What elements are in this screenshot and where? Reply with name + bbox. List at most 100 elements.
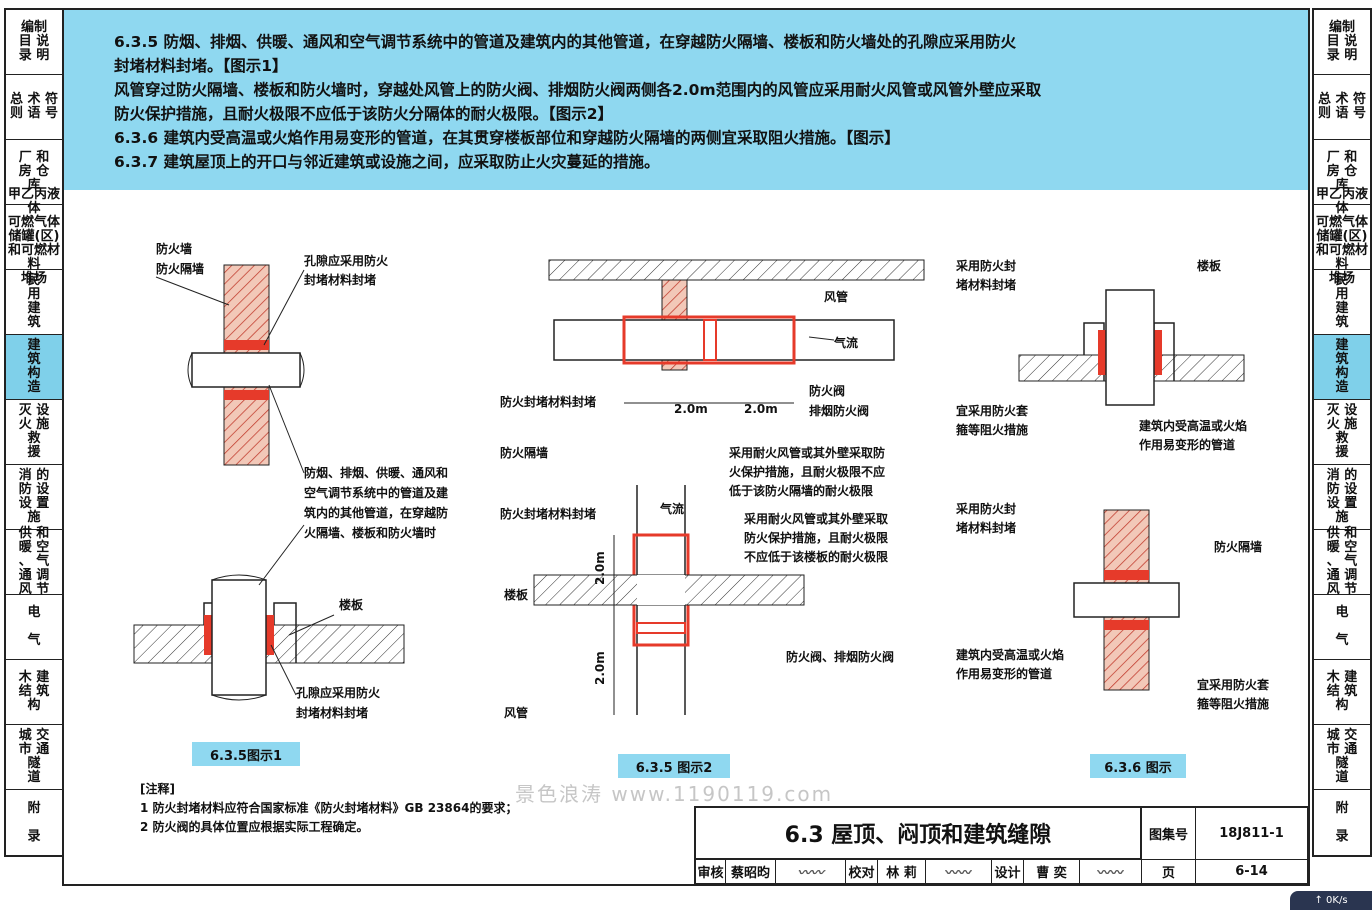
atlas-number: 18J811-1 — [1196, 808, 1308, 860]
speed-text: 0K/s — [1326, 895, 1348, 906]
right-tab-8[interactable]: 供 和 暖 空 、 气 通 调 风 节 — [1314, 527, 1370, 597]
diagram-label: 空气调节系统中的管道及建 — [304, 485, 449, 500]
figure-2-caption: 6.3.5 图示2 — [618, 754, 730, 778]
diagram-label: 2.0m — [744, 402, 778, 416]
review-label: 审核 — [696, 860, 726, 884]
diagram-label: 楼板 — [504, 587, 529, 602]
right-tab-3[interactable]: 甲乙丙液体 可燃气体 储罐(区) 和可燃材料 堆场 — [1314, 187, 1370, 286]
pipe-horizontal — [191, 352, 301, 388]
left-tab-8[interactable]: 供 和 暖 空 、 气 通 调 风 节 — [6, 527, 62, 597]
right-tab-6[interactable]: 灭 设 火 施 救 援 — [1314, 400, 1370, 465]
checker-signature: 〰〰 — [926, 860, 992, 884]
seal-fill — [224, 390, 269, 400]
right-tab-2[interactable]: 厂 和 房 仓 库 — [1314, 140, 1370, 205]
figure-3-caption: 6.3.6 图示 — [1090, 754, 1186, 778]
diagram-label: 建筑内受高温或火焰 — [955, 647, 1064, 662]
diagram-label: 宜采用防火套 — [1197, 677, 1270, 692]
diagram-label: 火隔墙、楼板和防火墙时 — [304, 525, 436, 540]
diagram-label: 防火墙 — [156, 241, 192, 256]
checker-name: 林 莉 — [878, 860, 926, 884]
right-chapter-nav: 编制 目 说 录 明总 术 符 则 语 号厂 和 房 仓 库甲乙丙液体 可燃气体… — [1312, 8, 1372, 857]
left-tab-10[interactable]: 木 建 结 筑 构 — [6, 660, 62, 725]
left-tab-12[interactable]: 附 录 — [27, 800, 41, 844]
right-tab-1[interactable]: 总 术 符 则 语 号 — [1314, 75, 1370, 140]
left-tab-7[interactable]: 消 的 防 设 设 置 施 — [6, 465, 62, 530]
diagram-label: 箍等阻火措施 — [1196, 696, 1269, 711]
diagram-label: 楼板 — [339, 597, 364, 612]
right-tab-0[interactable]: 编制 目 说 录 明 — [1314, 10, 1370, 75]
figure-1: 防火墙 防火隔墙 孔隙应采用防火 封堵材料封堵 防烟、排烟、供暖、通风和 空气调… — [133, 241, 449, 720]
diagram-label: 筑内的其他管道，在穿越防 — [304, 505, 448, 520]
left-tab-5[interactable]: 建 筑 构 造 — [6, 335, 62, 400]
left-tab-1[interactable]: 总 术 符 则 语 号 — [6, 75, 62, 140]
page-number: 6-14 — [1196, 860, 1308, 884]
diagram-label: 防火隔墙 — [500, 445, 548, 460]
right-tab-9[interactable]: 电 气 — [1314, 595, 1370, 660]
diagram-label: 气流 — [659, 501, 684, 516]
page-label: 页 — [1142, 860, 1196, 884]
diagram-label: 封堵材料封堵 — [304, 272, 376, 287]
right-tab-7[interactable]: 消 的 防 设 设 置 施 — [1314, 465, 1370, 530]
design-label: 设计 — [992, 860, 1024, 884]
diagram-label: 风管 — [824, 289, 848, 304]
left-tab-11[interactable]: 城 交 市 通 隧 道 — [6, 725, 62, 790]
right-tab-10[interactable]: 木 建 结 筑 构 — [1314, 660, 1370, 725]
clause-line-6: 6.3.7 建筑屋顶上的开口与邻近建筑或设施之间，应采取防止火灾蔓延的措施。 — [114, 153, 660, 171]
left-tab-3[interactable]: 甲乙丙液体 可燃气体 储罐(区) 和可燃材料 堆场 — [6, 187, 62, 286]
diagram-label: 2.0m — [593, 651, 607, 685]
diagram-label: 气流 — [833, 335, 858, 350]
clause-line-5: 6.3.6 建筑内受高温或火焰作用易变形的管道，在其贯穿楼板部位和穿越防火隔墙的… — [114, 129, 900, 147]
right-tab-12[interactable]: 附 录 — [1335, 800, 1349, 844]
diagram-label: 采用耐火风管或其外壁采取 — [743, 511, 888, 526]
right-tab-4[interactable]: 民 用 建 筑 — [1314, 270, 1370, 335]
title-block-title: 6.3 屋顶、闷顶和建筑缝隙 — [696, 808, 1142, 860]
left-tab-6[interactable]: 灭 设 火 施 救 援 — [6, 400, 62, 465]
diagram-label: 防火封堵材料封堵 — [500, 394, 596, 409]
designer-signature: 〰〰 — [1080, 860, 1142, 884]
diagram-label: 防火保护措施，且耐火极限 — [744, 530, 888, 545]
left-tab-0[interactable]: 编制 目 说 录 明 — [6, 10, 62, 75]
check-label: 校对 — [846, 860, 878, 884]
diagram-label: 排烟防火阀 — [809, 403, 869, 418]
diagram-label: 封堵材料封堵 — [296, 705, 368, 720]
clause-line-1: 6.3.5 防烟、排烟、供暖、通风和空气调节系统中的管道及建筑内的其他管道，在穿… — [114, 33, 1017, 51]
diagram-label: 防火阀、排烟防火阀 — [786, 649, 894, 664]
diagram-label: 防火阀 — [809, 383, 845, 398]
notes: [注释] 1 防火封堵材料应符合国家标准《防火封堵材料》GB 23864的要求；… — [140, 780, 517, 837]
diagram-label: 作用易变形的管道 — [956, 666, 1052, 681]
notes-header: [注释] — [140, 782, 175, 796]
diagram-label: 采用防火封 — [955, 258, 1016, 273]
diagram-label: 孔隙应采用防火 — [296, 685, 381, 700]
diagram-label: 箍等阻火措施 — [955, 422, 1028, 437]
title-block: 6.3 屋顶、闷顶和建筑缝隙 图集号 18J811-1 审核 蔡昭昀 〰〰 校对… — [694, 806, 1308, 884]
left-tab-9[interactable]: 电 气 — [6, 595, 62, 660]
clause-text-band: 6.3.5 防烟、排烟、供暖、通风和空气调节系统中的管道及建筑内的其他管道，在穿… — [64, 10, 1308, 190]
diagram-label: 堵材料封堵 — [956, 277, 1016, 292]
right-tab-5[interactable]: 建 筑 构 造 — [1314, 335, 1370, 400]
diagram-label: 楼板 — [1197, 258, 1222, 273]
left-tab-2[interactable]: 厂 和 房 仓 库 — [6, 140, 62, 205]
upload-arrow-icon: ↑ — [1314, 895, 1327, 906]
diagram-label: 防火封堵材料封堵 — [500, 506, 596, 521]
diagram-label: 风管 — [504, 705, 528, 720]
figure-2: 风管 气流 防火阀 排烟防火阀 防火封堵材料封堵 2.0m 2.0m 防火隔墙 … — [500, 259, 925, 720]
diagram-label: 孔隙应采用防火 — [304, 253, 389, 268]
diagram-label: 防烟、排烟、供暖、通风和 — [304, 465, 448, 480]
left-tab-4[interactable]: 民 用 建 筑 — [6, 270, 62, 335]
figure-3: 采用防火封 堵材料封堵 楼板 宜采用防火套 箍等阻火措施 建筑内受高温或火焰 作… — [955, 258, 1270, 711]
note-2: 2 防火阀的具体位置应根据实际工程确定。 — [140, 820, 369, 834]
pipe-vertical — [211, 579, 267, 696]
reviewer-signature: 〰〰 — [776, 860, 846, 884]
diagram-label: 建筑内受高温或火焰 — [1138, 418, 1247, 433]
clause-line-3: 风管穿过防火隔墙、楼板和防火墙时，穿越处风管上的防火阀、排烟防火阀两侧各2.0m… — [114, 81, 1042, 99]
diagram-label: 采用防火封 — [955, 501, 1016, 516]
right-tab-11[interactable]: 城 交 市 通 隧 道 — [1314, 725, 1370, 790]
diagram-label: 防火隔墙 — [1214, 539, 1262, 554]
diagram-label: 2.0m — [593, 551, 607, 585]
designer-name: 曹 奕 — [1024, 860, 1080, 884]
clause-line-4: 防火保护措施，且耐火极限不应低于该防火分隔体的耐火极限。【图示2】 — [114, 105, 614, 123]
atlas-label: 图集号 — [1142, 808, 1196, 860]
note-1: 1 防火封堵材料应符合国家标准《防火封堵材料》GB 23864的要求； — [140, 801, 518, 815]
diagram-label: 宜采用防火套 — [956, 403, 1029, 418]
drawing-frame — [62, 8, 1310, 886]
